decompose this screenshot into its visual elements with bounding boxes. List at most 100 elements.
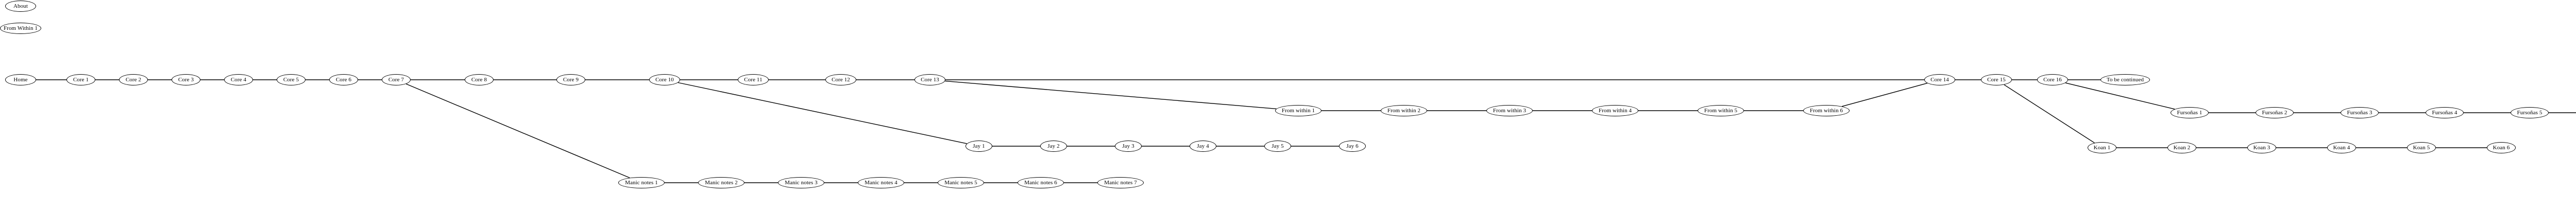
graph-node-manic2[interactable]: Manic notes 2	[698, 177, 744, 188]
graph-node-fur4[interactable]: Fursoñas 4	[2426, 107, 2464, 118]
graph-node-fur2[interactable]: Fursoñas 2	[2256, 107, 2294, 118]
graph-node-label: Manic notes 1	[625, 179, 658, 186]
graph-node-label: Fursoñas 5	[2517, 109, 2543, 116]
graph-node-core9[interactable]: Core 9	[556, 74, 585, 85]
graph-node-fw4[interactable]: From within 4	[1592, 105, 1638, 116]
graph-node-label: Jay 4	[1197, 143, 1209, 149]
graph-node-label: Koan 2	[2173, 144, 2191, 151]
graph-node-core10[interactable]: Core 10	[649, 74, 680, 85]
graph-node-koan5[interactable]: Koan 5	[2407, 142, 2436, 153]
graph-edge	[677, 82, 967, 144]
graph-node-manic6[interactable]: Manic notes 6	[1018, 177, 1064, 188]
graph-node-label: Core 7	[388, 76, 404, 83]
graph-node-core14[interactable]: Core 14	[1924, 74, 1955, 85]
graph-node-koan1[interactable]: Koan 1	[2088, 142, 2116, 153]
graph-node-label: Core 16	[2043, 76, 2062, 83]
graph-node-jay1[interactable]: Jay 1	[965, 141, 992, 152]
graph-node-core13[interactable]: Core 13	[914, 74, 945, 85]
graph-node-manic3[interactable]: Manic notes 3	[778, 177, 824, 188]
graph-node-fw3[interactable]: From within 3	[1486, 105, 1533, 116]
graph-node-fur3[interactable]: Fursoñas 3	[2341, 107, 2379, 118]
graph-node-label: From within 1	[1281, 107, 1315, 114]
graph-node-label: Jay 1	[973, 143, 985, 149]
graph-node-label: Koan 6	[2493, 144, 2510, 151]
graph-node-home[interactable]: Home	[5, 74, 36, 85]
graph-node-core15[interactable]: Core 15	[1981, 74, 2012, 85]
graph-node-label: Manic notes 7	[1104, 179, 1137, 186]
graph-node-manic1[interactable]: Manic notes 1	[618, 177, 665, 188]
graph-node-core6[interactable]: Core 6	[329, 74, 358, 85]
graph-node-core3[interactable]: Core 3	[172, 74, 200, 85]
graph-node-label: Fursoñas 3	[2347, 109, 2372, 116]
graph-node-manic7[interactable]: Manic notes 7	[1097, 177, 1144, 188]
graph-node-label: Manic notes 4	[865, 179, 897, 186]
graph-edge	[945, 80, 1277, 110]
graph-node-core4[interactable]: Core 4	[224, 74, 253, 85]
graph-node-about[interactable]: About	[5, 1, 36, 12]
graph-node-label: Core 12	[832, 76, 850, 83]
graph-node-label: Core 2	[125, 76, 142, 83]
graph-edge	[2004, 84, 2095, 144]
graph-node-core1[interactable]: Core 1	[66, 74, 95, 85]
graph-node-label: To be continued	[2106, 76, 2144, 83]
graph-node-label: Core 3	[178, 76, 194, 83]
graph-node-label: Koan 5	[2413, 144, 2430, 151]
graph-node-manic5[interactable]: Manic notes 5	[938, 177, 984, 188]
graph-node-label: Core 11	[744, 76, 762, 83]
graph-node-label: Jay 2	[1047, 143, 1060, 149]
graph-node-from_within_1_top[interactable]: From Within 1	[0, 23, 41, 34]
graph-node-fur5[interactable]: Fursoñas 5	[2511, 107, 2549, 118]
graph-node-jay3[interactable]: Jay 3	[1115, 141, 1142, 152]
graph-node-label: Core 1	[73, 76, 89, 83]
graph-node-koan4[interactable]: Koan 4	[2327, 142, 2356, 153]
graph-node-label: From within 4	[1598, 107, 1632, 114]
graph-node-koan3[interactable]: Koan 3	[2247, 142, 2276, 153]
graph-node-label: Fursoñas 4	[2432, 109, 2458, 116]
graph-node-tbc[interactable]: To be continued	[2100, 74, 2150, 85]
graph-node-label: Manic notes 5	[944, 179, 977, 186]
graph-node-label: From within 3	[1493, 107, 1527, 114]
graph-node-label: Koan 4	[2333, 144, 2350, 151]
graph-node-koan6[interactable]: Koan 6	[2487, 142, 2516, 153]
graph-node-koan2[interactable]: Koan 2	[2167, 142, 2196, 153]
graph-node-fw5[interactable]: From within 5	[1698, 105, 1744, 116]
graph-node-label: Core 15	[1987, 76, 2006, 83]
graph-node-jay4[interactable]: Jay 4	[1190, 141, 1216, 152]
graph-node-label: Manic notes 6	[1024, 179, 1057, 186]
graph-node-label: From within 5	[1704, 107, 1738, 114]
graph-node-jay6[interactable]: Jay 6	[1339, 141, 1366, 152]
graph-node-label: Core 4	[230, 76, 247, 83]
graph-node-core5[interactable]: Core 5	[277, 74, 306, 85]
graph-node-fur1[interactable]: Fursoñas 1	[2171, 107, 2209, 118]
graph-node-manic4[interactable]: Manic notes 4	[858, 177, 904, 188]
graph-node-label: Core 8	[471, 76, 487, 83]
graph-node-label: Manic notes 2	[705, 179, 738, 186]
graph-node-label: Core 6	[335, 76, 352, 83]
graph-node-core12[interactable]: Core 12	[825, 74, 856, 85]
graph-node-label: Core 10	[655, 76, 674, 83]
graph-node-core16[interactable]: Core 16	[2037, 74, 2068, 85]
graph-node-label: From within 2	[1387, 107, 1421, 114]
graph-node-core2[interactable]: Core 2	[119, 74, 148, 85]
graph-node-core7[interactable]: Core 7	[382, 74, 411, 85]
graph-node-label: From Within 1	[3, 25, 38, 31]
graph-node-core11[interactable]: Core 11	[738, 74, 769, 85]
graph-node-label: Core 13	[921, 76, 939, 83]
graph-node-jay2[interactable]: Jay 2	[1040, 141, 1067, 152]
graph-node-core8[interactable]: Core 8	[465, 74, 494, 85]
graph-node-label: Core 5	[283, 76, 299, 83]
graph-node-label: Manic notes 3	[785, 179, 818, 186]
graph-node-label: Core 14	[1930, 76, 1949, 83]
graph-node-fw2[interactable]: From within 2	[1381, 105, 1427, 116]
graph-node-jay5[interactable]: Jay 5	[1264, 141, 1291, 152]
graph-node-fw6[interactable]: From within 6	[1803, 105, 1850, 116]
graph-node-label: Home	[13, 76, 28, 83]
graph-node-label: Koan 3	[2253, 144, 2270, 151]
graph-node-label: Fursoñas 2	[2262, 109, 2287, 116]
graph-node-fw1[interactable]: From within 1	[1275, 105, 1321, 116]
graph-node-label: Jay 3	[1122, 143, 1134, 149]
graph-node-label: Jay 5	[1272, 143, 1284, 149]
graph-node-label: Fursoñas 1	[2177, 109, 2202, 116]
